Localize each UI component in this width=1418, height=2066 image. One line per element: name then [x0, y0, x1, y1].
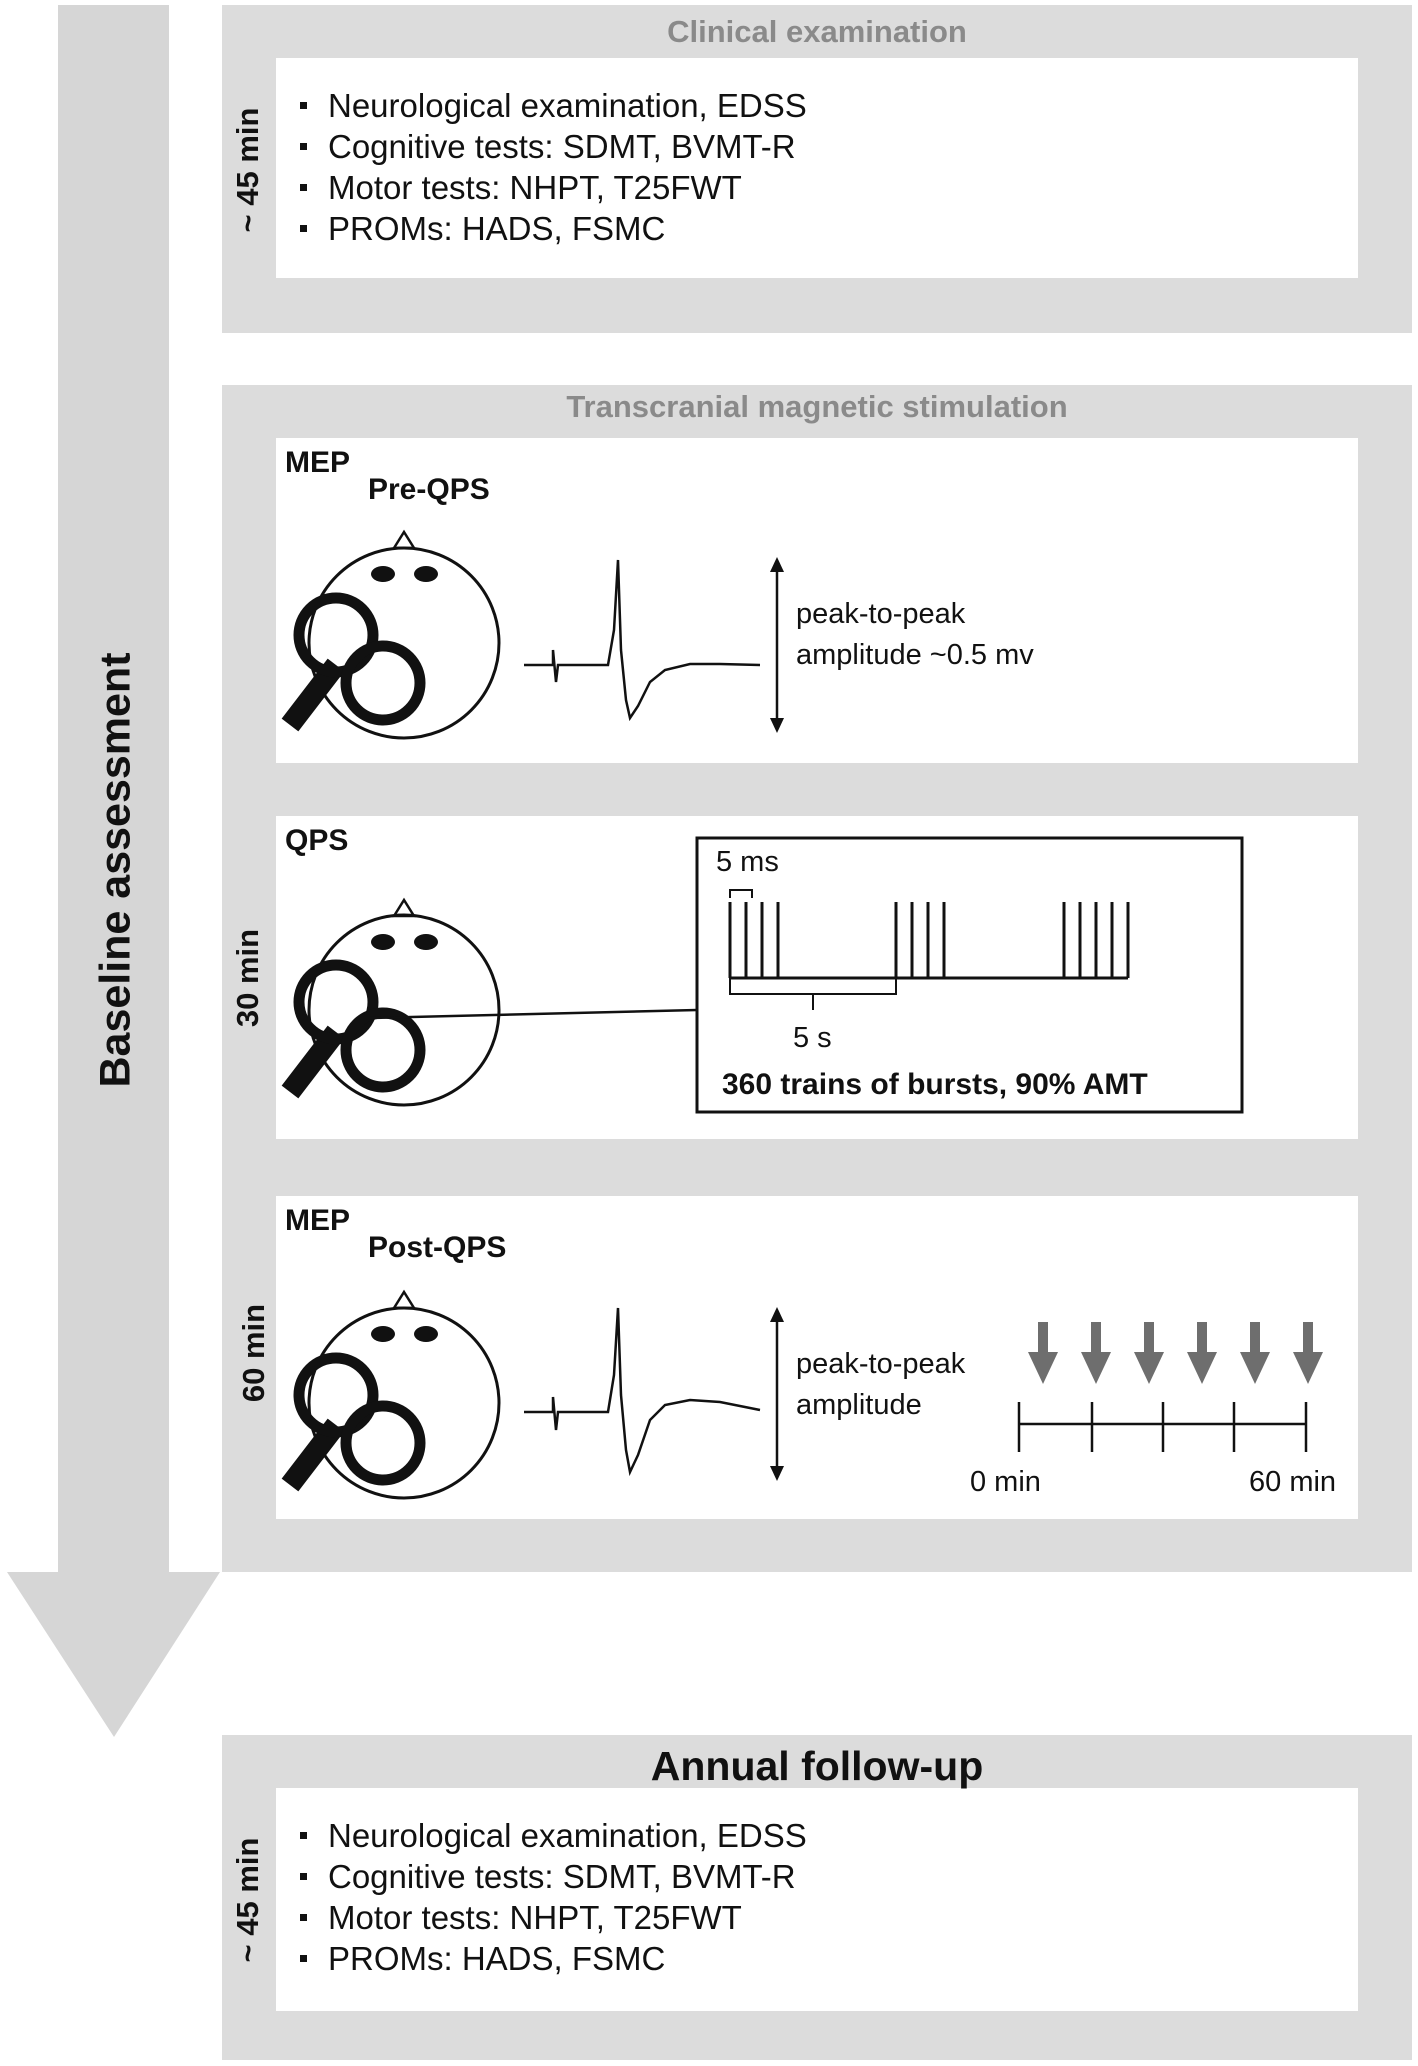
mep-trace-pre: [524, 559, 761, 722]
flow-arrow: [7, 5, 220, 1737]
pre-qps-box: [276, 438, 1358, 763]
qps-label: QPS: [285, 824, 349, 857]
list-item: PROMs: HADS, FSMC: [295, 208, 807, 249]
list-item: Neurological examination, EDSS: [295, 85, 807, 126]
followup-tests-list: Neurological examination, EDSS Cognitive…: [295, 1815, 807, 1979]
pre-mep-label: MEP: [285, 446, 351, 479]
list-item: Motor tests: NHPT, T25FWT: [295, 167, 807, 208]
qps-protocol-box: [695, 836, 1244, 1114]
post-qps-sublabel: Post-QPS: [368, 1231, 507, 1264]
tms-panel-title: Transcranial magnetic stimulation: [566, 389, 1068, 424]
time-arrow: [1293, 1322, 1323, 1384]
list-item: Neurological examination, EDSS: [295, 1815, 807, 1856]
followup-panel-title: Annual follow-up: [650, 1743, 984, 1789]
interval-5ms-label: 5 ms: [716, 846, 779, 878]
bracket-5ms: [729, 889, 753, 898]
post-qps-timeline: [1017, 1402, 1308, 1452]
mep-trace-post: [524, 1307, 761, 1477]
head-coil-qps: [281, 897, 501, 1107]
followup-box: [276, 1788, 1358, 2011]
clinical-box: [276, 58, 1358, 278]
bracket-5s: [729, 978, 897, 1010]
head-coil-pre: [281, 529, 501, 740]
qps-pulse-train: [728, 902, 1130, 980]
measurement-time-arrows: [1028, 1322, 1323, 1384]
list-item: PROMs: HADS, FSMC: [295, 1938, 807, 1979]
time-arrow: [1028, 1322, 1058, 1384]
timeline-start-label: 0 min: [970, 1466, 1041, 1498]
pre-amplitude-text: peak-to-peak amplitude ~0.5 mv: [796, 598, 1034, 671]
amplitude-arrow-pre: [770, 557, 784, 733]
list-item: Cognitive tests: SDMT, BVMT-R: [295, 1856, 807, 1897]
post-amplitude-text: peak-to-peak amplitude: [796, 1348, 966, 1421]
list-item: Cognitive tests: SDMT, BVMT-R: [295, 126, 807, 167]
clinical-tests-list: Neurological examination, EDSS Cognitive…: [295, 85, 807, 249]
time-arrow: [1081, 1322, 1111, 1384]
qps-connector-line: [369, 1008, 698, 1020]
timeline-end-label: 60 min: [1249, 1466, 1337, 1498]
list-item: Motor tests: NHPT, T25FWT: [295, 1897, 807, 1938]
time-arrow: [1187, 1322, 1217, 1384]
qps-protocol-text: 360 trains of bursts, 90% AMT: [722, 1068, 1148, 1101]
post-mep-label: MEP: [285, 1204, 351, 1237]
post-qps-box: [276, 1196, 1358, 1519]
amplitude-arrow-post: [770, 1307, 784, 1481]
head-coil-post: [281, 1289, 501, 1500]
interval-5s-label: 5 s: [793, 1022, 832, 1054]
pre-qps-sublabel: Pre-QPS: [368, 473, 490, 506]
time-arrow: [1134, 1322, 1164, 1384]
clinical-panel-title: Clinical examination: [667, 14, 967, 49]
time-arrow: [1240, 1322, 1270, 1384]
